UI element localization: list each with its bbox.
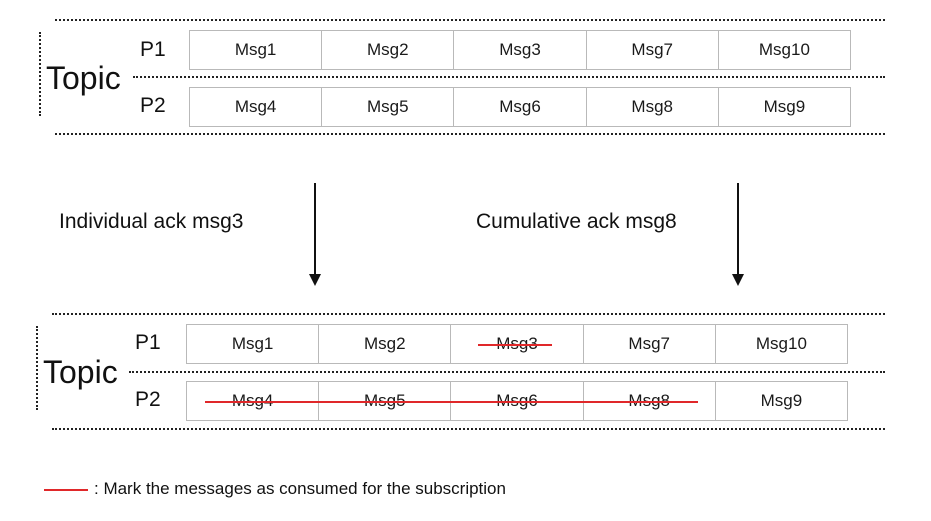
consumed-legend-swatch <box>44 489 88 491</box>
before-topic-label: Topic <box>46 60 121 96</box>
before-partition-divider <box>133 76 885 78</box>
message-cell: Msg3 <box>454 31 587 69</box>
before-topic-left-border <box>39 32 41 116</box>
message-cell: Msg10 <box>755 334 807 353</box>
cumulative-ack-arrow <box>732 183 744 286</box>
message-cell: Msg4 <box>190 88 323 126</box>
before-p2-row: Msg4 Msg5 Msg6 Msg8 Msg9 <box>189 87 851 127</box>
consumed-strike-p1 <box>478 344 552 346</box>
before-p1-label: P1 <box>140 38 166 61</box>
message-cell: Msg1 <box>187 325 320 363</box>
message-cell: Msg6 <box>454 88 587 126</box>
message-cell: Msg10 <box>758 40 810 59</box>
individual-ack-caption: Individual ack msg3 <box>59 210 244 233</box>
after-topic-left-border <box>36 326 38 410</box>
before-p2-label: P2 <box>140 94 166 117</box>
individual-ack-arrow <box>309 183 321 286</box>
message-cell: Msg8 <box>587 88 719 126</box>
message-cell: Msg1 <box>190 31 323 69</box>
message-cell: Msg7 <box>584 325 716 363</box>
after-partition-divider <box>129 371 885 373</box>
before-topic-top-border <box>55 19 885 21</box>
before-topic-bottom-border <box>55 133 885 135</box>
message-cell-consumed: Msg3 <box>451 325 584 363</box>
after-topic-top-border <box>52 313 885 315</box>
after-topic-bottom-border <box>52 428 885 430</box>
consumed-legend-text: : Mark the messages as consumed for the … <box>94 479 506 498</box>
message-cell: Msg5 <box>322 88 455 126</box>
consumed-strike-p2 <box>205 401 698 403</box>
message-cell: Msg9 <box>763 97 806 116</box>
after-p2-label: P2 <box>135 388 161 411</box>
message-cell: Msg2 <box>319 325 452 363</box>
message-cell: Msg7 <box>587 31 719 69</box>
cumulative-ack-caption: Cumulative ack msg8 <box>476 210 677 233</box>
after-topic-label: Topic <box>43 354 118 390</box>
message-cell-consumed: Msg8 <box>584 382 716 420</box>
before-p1-row: Msg1 Msg2 Msg3 Msg7 Msg10 <box>189 30 851 70</box>
after-p1-label: P1 <box>135 331 161 354</box>
message-cell: Msg2 <box>322 31 455 69</box>
message-cell: Msg9 <box>760 391 803 410</box>
